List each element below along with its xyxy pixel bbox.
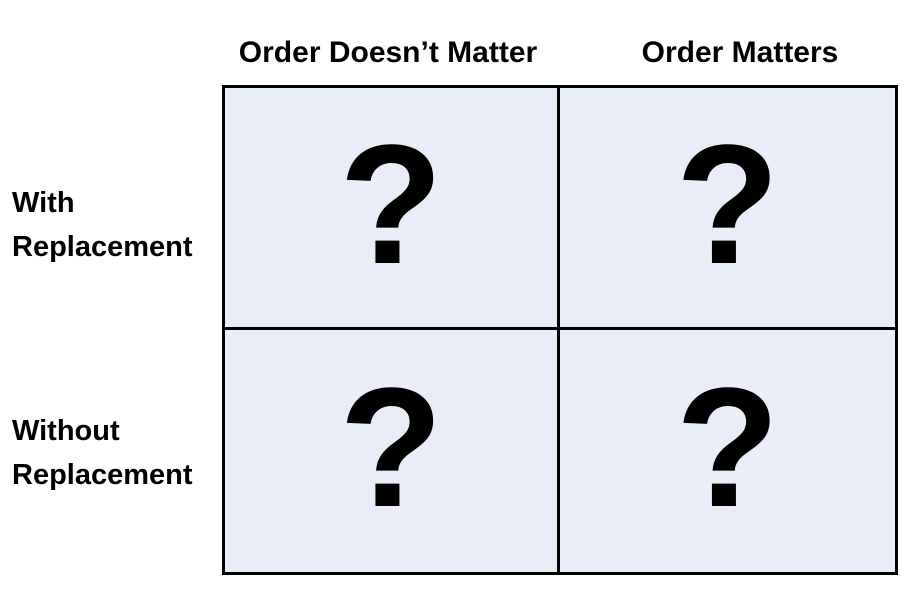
matrix-grid: ? ? ? ? <box>222 85 898 575</box>
row-header-line: Replacement <box>12 459 193 491</box>
cell-with-replacement-order-matters: ? <box>560 88 895 330</box>
row-header-without-replacement: Without Replacement <box>12 409 222 497</box>
row-header-with-replacement: With Replacement <box>12 181 222 269</box>
column-header-order-matters: Order Matters <box>641 36 839 69</box>
question-mark: ? <box>339 109 443 300</box>
row-header-line: Replacement <box>12 231 193 263</box>
question-mark: ? <box>675 109 780 300</box>
cell-without-replacement-order-matters: ? <box>560 330 895 572</box>
row-header-line: Without <box>12 415 120 447</box>
question-mark: ? <box>339 353 443 543</box>
question-mark: ? <box>675 353 780 543</box>
cell-without-replacement-order-doesnt-matter: ? <box>225 330 560 572</box>
column-header-order-doesnt-matter: Order Doesn’t Matter <box>238 36 538 69</box>
row-header-line: With <box>12 187 75 219</box>
cell-with-replacement-order-doesnt-matter: ? <box>225 88 560 330</box>
